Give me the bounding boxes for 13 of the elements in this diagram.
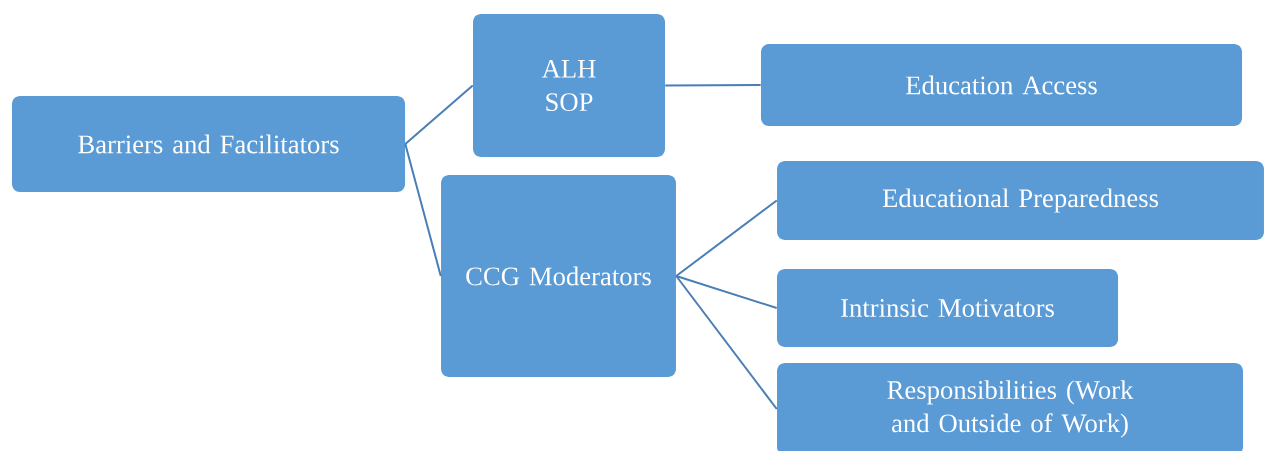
box: Educational Preparedness [777,161,1264,240]
connector-line [675,275,778,410]
connector-line [664,84,762,87]
box: Responsibilities (Work and Outside of Work) [777,363,1243,451]
connector-line [675,275,778,309]
box: Education Access [761,44,1243,126]
box: CCG Moderators [441,175,676,377]
box: Intrinsic Motivators [776,269,1119,347]
connector-line [675,199,778,277]
box: Barriers and Facilitators [11,96,406,192]
connector-line [404,143,442,277]
box: ALH SOP [473,14,665,157]
connector-line [404,84,474,145]
